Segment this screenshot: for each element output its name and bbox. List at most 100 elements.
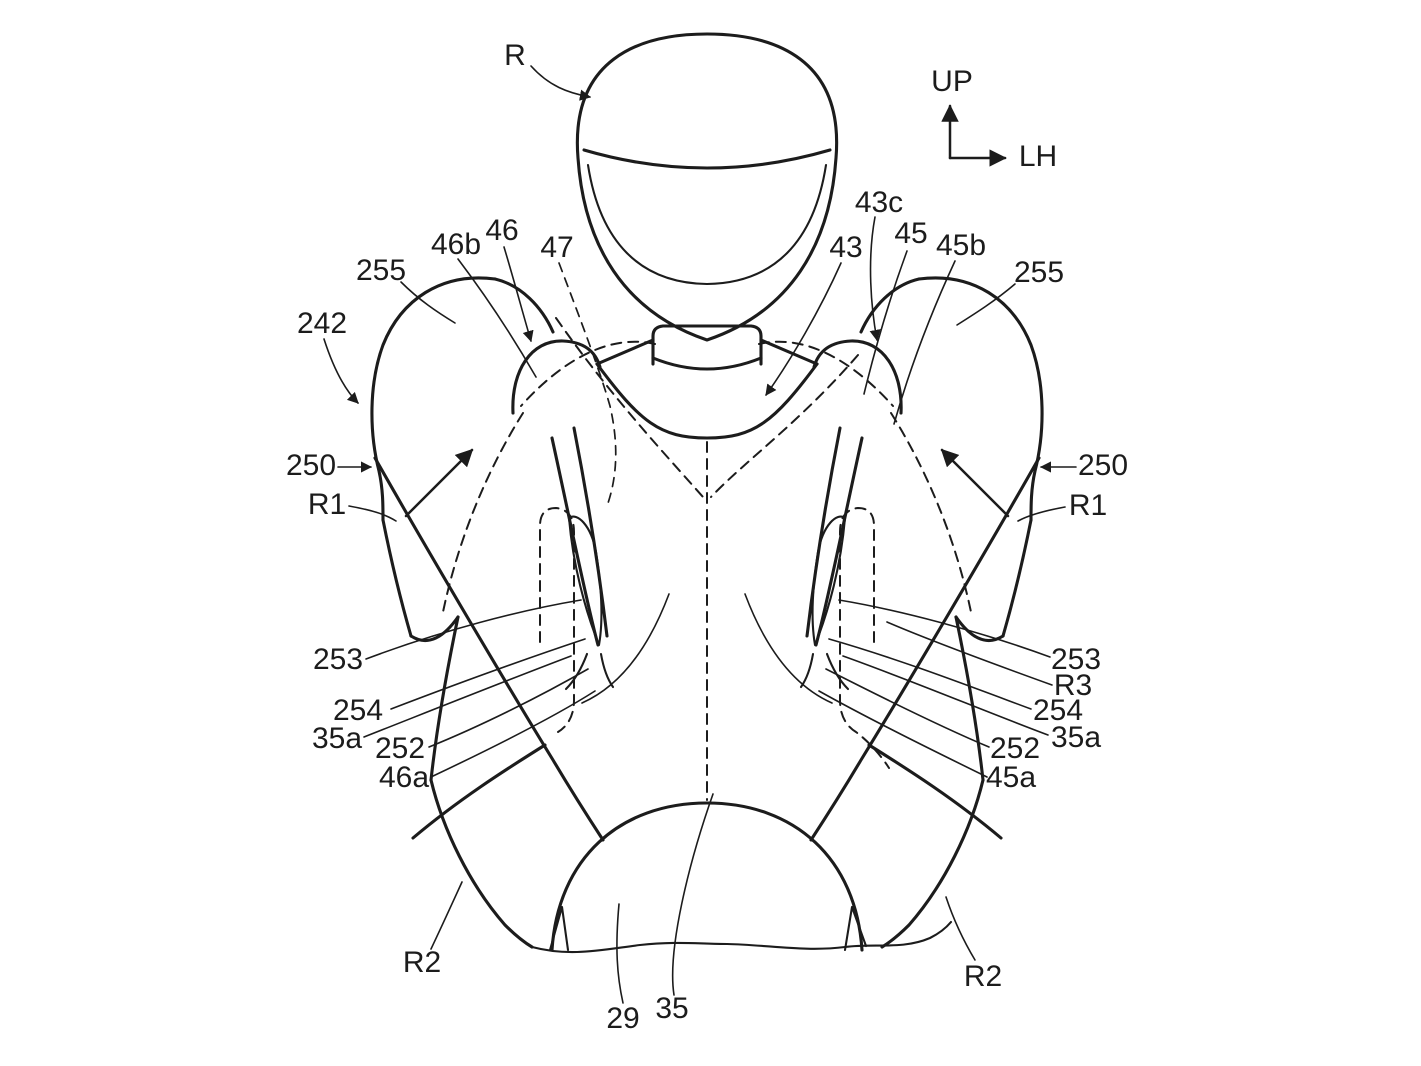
strap-group [404, 426, 1010, 704]
label-254-left: 254 [333, 694, 383, 727]
right-sleeve-outer-edge [1001, 518, 1033, 638]
leader-r2-right [945, 896, 976, 961]
leader-r [530, 65, 592, 101]
axis-indicator [941, 104, 1007, 167]
right-chest-dashed-pocket [839, 507, 890, 769]
leader-253-left [365, 599, 582, 660]
label-35a-left: 35a [312, 722, 362, 755]
leader-46b [457, 258, 537, 378]
label-35a-right: 35a [1051, 721, 1101, 754]
left-hem-dart [548, 905, 570, 952]
label-250-left: 250 [286, 449, 336, 482]
left-chest-wrinkle [581, 593, 670, 704]
leader-r1-left [348, 505, 397, 522]
leader-45a-right [818, 690, 988, 778]
leader-lines-group [323, 65, 1077, 1004]
leader-254-right [828, 638, 1032, 710]
right-sleeve-cuff [954, 615, 1005, 643]
label-axis-lh: LH [1019, 140, 1057, 173]
neck-collar [651, 324, 763, 366]
right-side-inner-edge [954, 615, 985, 782]
label-43: 43 [829, 231, 862, 264]
left-chest-dashed-pocket [539, 507, 575, 733]
leader-45 [863, 250, 908, 395]
label-252-left: 252 [375, 732, 425, 765]
right-shoulder-dashed-arc [758, 340, 894, 407]
leader-45b [893, 260, 956, 425]
leader-43c [869, 216, 881, 342]
left-strap-tip [567, 515, 603, 647]
label-45a-right: 45a [986, 761, 1036, 794]
label-45: 45 [894, 217, 927, 250]
right-shoulder-hump [812, 339, 903, 415]
label-axis-up: UP [931, 65, 973, 98]
right-strap-line-a [814, 436, 864, 647]
label-r1-left: R1 [308, 488, 346, 521]
leader-254-left [390, 638, 586, 710]
collar-to-right-shoulder-line [759, 338, 819, 366]
left-sleeve-cuff [409, 615, 460, 643]
left-shoulder-dashed-arc [520, 340, 656, 407]
right-strap-tip [811, 515, 847, 647]
leader-253-right [838, 599, 1051, 658]
right-back-dashed-arc [710, 354, 859, 498]
leader-46 [503, 246, 534, 343]
right-arm-band-diagonal [809, 456, 1041, 842]
left-arm-band-diagonal [373, 456, 605, 842]
leader-252-left [428, 668, 589, 748]
label-255-right: 255 [1014, 256, 1064, 289]
airbag-group [370, 276, 1044, 949]
bottom-hem [530, 920, 953, 954]
label-47: 47 [540, 231, 573, 264]
leader-35 [671, 793, 714, 996]
leader-242 [323, 338, 359, 404]
right-airbag-inner-edge [859, 277, 921, 334]
leader-r2-left [430, 881, 463, 950]
helmet-outline [575, 32, 839, 342]
leader-43 [765, 262, 842, 396]
leader-252-right [825, 668, 990, 748]
left-airbag-dashed-band [442, 412, 524, 613]
label-46: 46 [485, 214, 518, 247]
helmet-visor-top-line [582, 148, 832, 170]
label-250-right: 250 [1078, 449, 1128, 482]
leader-255-right [956, 283, 1016, 326]
left-airbag-outline [370, 276, 497, 522]
collar-to-left-shoulder-line [595, 338, 655, 366]
label-r3: R3 [1054, 669, 1092, 702]
leader-29 [616, 903, 624, 1004]
dashed-lines-group [442, 317, 972, 801]
neck-collar-bottom [651, 356, 763, 371]
label-46a-left: 46a [379, 761, 429, 794]
label-253-left: 253 [313, 643, 363, 676]
label-252-right: 252 [990, 732, 1040, 765]
right-arm-band-end [867, 743, 1003, 840]
label-242: 242 [297, 307, 347, 340]
right-chest-wrinkle [744, 593, 833, 704]
leader-r1-right [1017, 506, 1066, 522]
left-arm-band-end [411, 743, 547, 840]
right-strap-direction-arrow [940, 448, 1010, 518]
left-skirt-flare [429, 778, 534, 949]
label-254-right: 254 [1033, 694, 1083, 727]
upper-back-curve [595, 362, 819, 440]
label-29: 29 [606, 1002, 639, 1035]
leader-35a-right [842, 655, 1049, 736]
label-255-left: 255 [356, 254, 406, 287]
label-r1-right: R1 [1069, 489, 1107, 522]
leader-47-dashed [558, 262, 617, 507]
label-35: 35 [655, 992, 688, 1025]
label-r: R [504, 39, 526, 72]
reference-labels: R UP LH 46b 46 47 255 242 43c 43 45 45b … [286, 39, 1128, 1035]
left-strap-line-a [550, 436, 600, 647]
leader-35a-left [363, 655, 572, 738]
label-r2-right: R2 [964, 960, 1002, 993]
seat-dome [550, 801, 864, 952]
right-hem-dart [843, 905, 868, 952]
leader-r3 [886, 621, 1053, 686]
shoulders-group [511, 338, 903, 440]
helmet-visor-bottom-line [586, 163, 828, 286]
leader-46a-left [430, 690, 596, 778]
right-airbag-dashed-band [890, 412, 972, 613]
